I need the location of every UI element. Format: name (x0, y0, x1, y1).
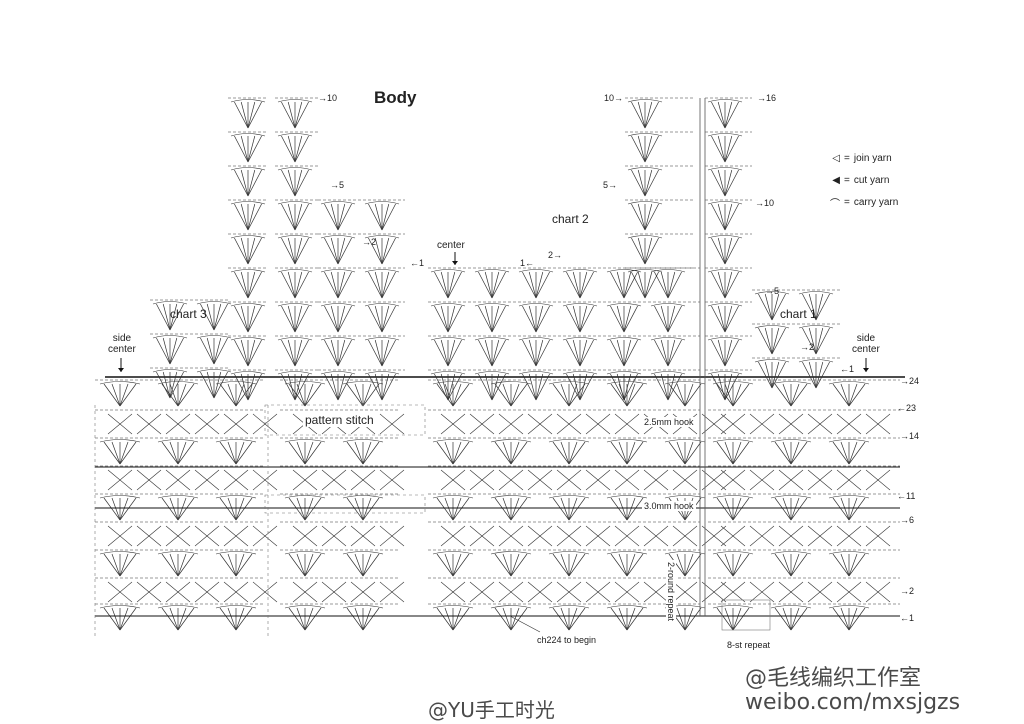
row-marker: →2 (800, 342, 815, 352)
chart-1-label: chart 1 (780, 307, 817, 321)
row-marker: →6 (900, 515, 915, 525)
row-marker: ←1 (840, 364, 855, 374)
row-marker: ←11 (897, 491, 916, 501)
row-marker: ←1 (410, 258, 425, 268)
carry-yarn-icon: ⌒ (830, 199, 840, 210)
join-yarn-icon: ◁ (832, 153, 840, 164)
foundation-chain-label: ch224 to begin (537, 635, 597, 645)
row-marker: 1← (520, 258, 535, 268)
hook-2-5mm-label: 2.5mm hook (642, 417, 696, 427)
guide-lines (94, 98, 869, 638)
weibo-user-watermark: @毛线编织工作室 (745, 666, 922, 691)
eight-stitch-repeat-label: 8-st repeat (727, 640, 771, 650)
row-marker: ←1 (900, 613, 915, 623)
legend-cut-yarn: ◀ = cut yarn (812, 175, 889, 186)
legend-carry-yarn: ⌒ = carry yarn (812, 195, 898, 210)
hook-3-0mm-label: 3.0mm hook (642, 501, 696, 511)
chart-2-label: chart 2 (552, 212, 589, 226)
upper-body-stitch-blocks (150, 97, 840, 401)
row-marker: →5 (765, 286, 780, 296)
lower-body-stitch-rows (95, 376, 905, 631)
row-marker: →24 (900, 376, 920, 386)
row-marker: →2 (900, 586, 915, 596)
cut-yarn-icon: ◀ (832, 175, 840, 186)
row-marker: →14 (900, 431, 920, 441)
row-marker: 10→ (604, 93, 624, 103)
row-marker: →2 (362, 237, 377, 247)
row-marker: 2→ (548, 250, 563, 260)
bottom-watermark: @YU手工时光 (428, 698, 555, 722)
chart-title: Body (374, 88, 417, 107)
row-marker: ←23 (897, 403, 917, 413)
weibo-url-watermark: weibo.com/mxsjgzs (745, 690, 961, 715)
row-marker: →10 (318, 93, 338, 103)
two-round-repeat-label: 2-round repeat (666, 560, 676, 624)
center-label: center (437, 240, 465, 251)
row-marker: →10 (755, 198, 775, 208)
legend-label: join yarn (853, 153, 892, 164)
legend-label: cut yarn (853, 175, 890, 186)
chart-3-label: chart 3 (170, 307, 207, 321)
row-marker: →5 (330, 180, 345, 190)
side-center-left-label: side center (108, 333, 136, 355)
side-center-right-label: side center (852, 333, 880, 355)
pattern-stitch-label: pattern stitch (303, 413, 376, 427)
legend-join-yarn: ◁ = join yarn (812, 153, 892, 164)
row-marker: 5→ (603, 180, 618, 190)
row-marker: →16 (757, 93, 777, 103)
legend-label: carry yarn (853, 197, 899, 208)
